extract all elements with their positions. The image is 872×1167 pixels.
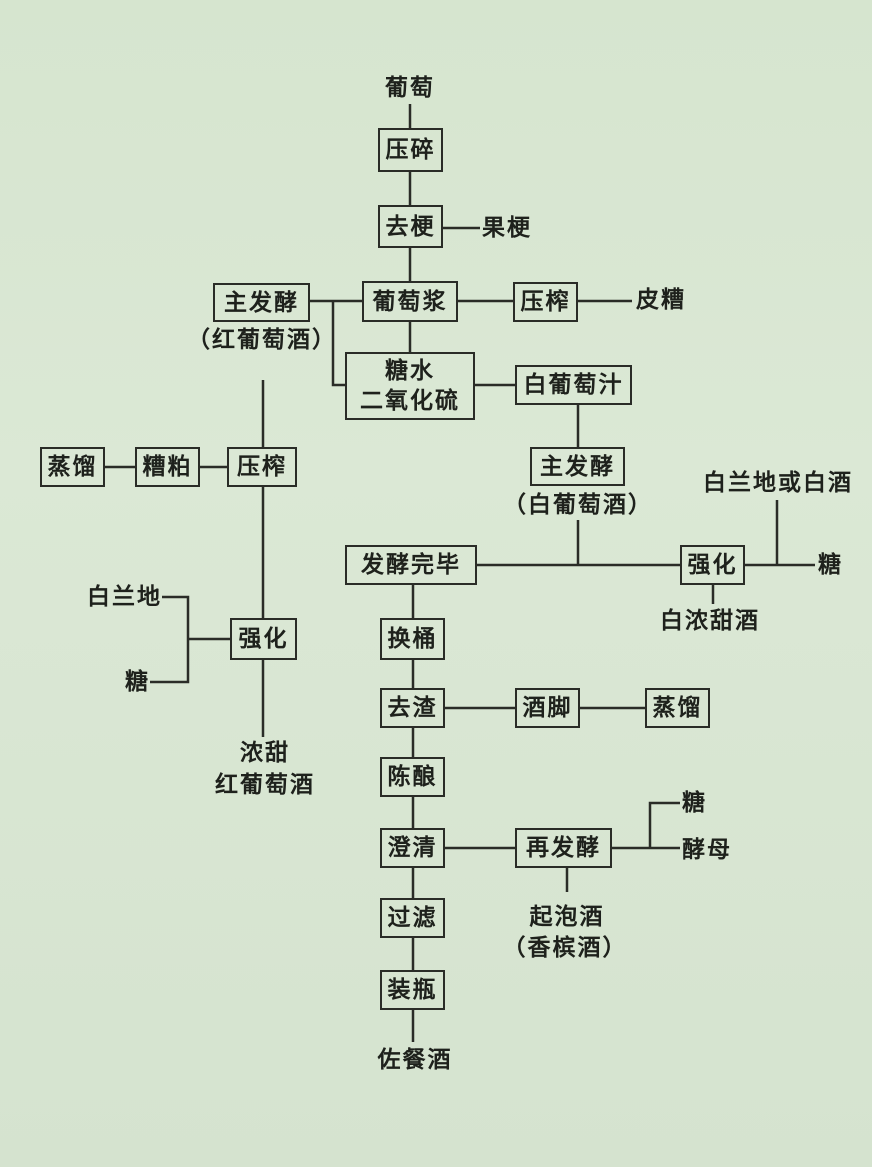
- refermentation-box: 再发酵: [515, 828, 612, 868]
- distill-left-box: 蒸馏: [40, 447, 105, 487]
- red-primary-fermentation-box: 主发酵: [213, 283, 310, 322]
- table-wine-label: 佐餐酒: [377, 1046, 453, 1073]
- remove-lees-box: 去渣: [380, 688, 445, 728]
- sweet-red-label-line2: 红葡萄酒: [215, 771, 315, 798]
- red-wine-note: （红葡萄酒）: [187, 326, 337, 353]
- brandy-or-spirit-label: 白兰地或白酒: [703, 469, 853, 496]
- marc-box: 糟粕: [135, 447, 200, 487]
- white-primary-fermentation-box: 主发酵: [530, 447, 625, 486]
- racking-box: 换桶: [380, 618, 445, 660]
- white-wine-note: （白葡萄酒）: [503, 491, 653, 518]
- crush-box: 压碎: [378, 128, 443, 172]
- press-left-box: 压榨: [227, 447, 297, 487]
- press-top-box: 压榨: [513, 282, 578, 322]
- connector: [331, 301, 345, 387]
- sparkling-wine-label: 起泡酒: [529, 903, 605, 930]
- pomace-label: 皮糟: [636, 286, 686, 313]
- fortify-right-box: 强化: [680, 545, 745, 585]
- filtration-box: 过滤: [380, 898, 445, 938]
- sugar-left-label: 糖: [125, 668, 150, 695]
- sugar-sparkling-label: 糖: [682, 789, 707, 816]
- lees-box: 酒脚: [515, 688, 580, 728]
- sweet-red-label-line1: 浓甜: [240, 739, 290, 766]
- brandy-left-label: 白兰地: [87, 583, 162, 610]
- connector: [648, 801, 680, 848]
- distill-right-box: 蒸馏: [645, 688, 710, 728]
- grape-label: 葡萄: [385, 74, 435, 101]
- stems-label: 果梗: [482, 214, 532, 241]
- sugar-so2-box: 糖水 二氧化硫: [345, 352, 475, 420]
- aging-box: 陈酿: [380, 757, 445, 797]
- bottling-box: 装瓶: [380, 970, 445, 1010]
- white-juice-box: 白葡萄汁: [515, 365, 632, 405]
- sugar-right-label: 糖: [818, 551, 843, 578]
- destem-box: 去梗: [378, 205, 443, 248]
- champagne-note: （香槟酒）: [502, 934, 628, 961]
- fortify-left-box: 强化: [230, 618, 297, 660]
- clarify-box: 澄清: [380, 828, 445, 868]
- white-sweet-wine-label: 白浓甜酒: [660, 607, 760, 634]
- must-box: 葡萄浆: [362, 281, 458, 322]
- yeast-label: 酵母: [682, 836, 732, 863]
- so2-text: 二氧化硫: [360, 387, 460, 414]
- fermentation-complete-box: 发酵完毕: [345, 545, 477, 585]
- sugar-water-text: 糖水: [385, 357, 435, 384]
